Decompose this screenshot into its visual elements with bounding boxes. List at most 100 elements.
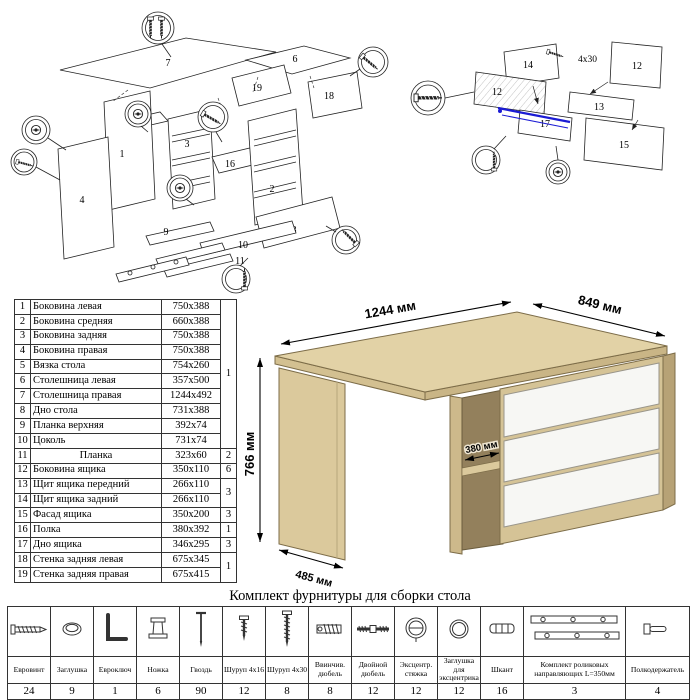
desk-dimension-image: 1244 мм 849 мм 766 мм 380 мм 485 мм xyxy=(245,292,676,587)
part-number: 18 xyxy=(14,552,31,569)
part-qty: 1 xyxy=(220,522,237,539)
hardware-icon-cell xyxy=(265,606,309,657)
part-name: Дно стола xyxy=(30,403,162,420)
part-size: 675x345 xyxy=(161,552,221,569)
part-number: 16 xyxy=(14,522,31,539)
part-size: 392x74 xyxy=(161,418,221,435)
part-size: 750x388 xyxy=(161,343,221,360)
panel-side-right: 4 xyxy=(57,136,115,260)
hardware-name: Заглушка для эксцентрика xyxy=(437,656,481,684)
hardware-icon-cell xyxy=(222,606,266,657)
part-number: 9 xyxy=(14,418,31,435)
part-number: 14 xyxy=(14,492,31,509)
part-size: 1244x492 xyxy=(161,388,221,405)
part-name: Фасад ящика xyxy=(30,507,162,524)
hardware-name: Шкант xyxy=(480,656,524,684)
cam-callout xyxy=(124,100,152,133)
hardware-qty: 1 xyxy=(93,682,137,700)
part-label: 11 xyxy=(235,256,245,267)
cam-lock-icon xyxy=(132,108,144,120)
part-qty: 1 xyxy=(220,552,237,583)
bolts-callout xyxy=(141,11,175,58)
part-qty: 3 xyxy=(220,477,237,509)
part-qty: 2 xyxy=(220,447,237,464)
hardware-name: Заглушка xyxy=(50,656,94,684)
part-number: 13 xyxy=(14,477,31,494)
hardware-icon-cell xyxy=(394,606,438,657)
hardware-name: Двойной дюбель xyxy=(351,656,395,684)
cam-callout xyxy=(21,115,67,151)
part-size: 357x500 xyxy=(161,373,221,390)
desk-right-side xyxy=(662,352,676,511)
hardware-table: Евровинт Заглушка Евроключ Ножка Гвоздь … xyxy=(7,606,690,700)
hardware-qty: 8 xyxy=(308,682,352,700)
panel-back-right: 19 xyxy=(231,64,292,107)
cam-cap-icon xyxy=(449,619,469,639)
hardware-qty: 12 xyxy=(222,682,266,700)
drawer-front-1 xyxy=(503,362,660,438)
part-size: 350x200 xyxy=(161,507,221,524)
hardware-name: Ножка xyxy=(136,656,180,684)
drawer-front-3 xyxy=(503,452,660,528)
screw-4x30-icon xyxy=(282,610,292,647)
panel-top-plank: 9 xyxy=(145,221,215,246)
part-label: 12 xyxy=(632,61,642,72)
screw-in-dowel-icon xyxy=(316,623,342,635)
part-size: 754x260 xyxy=(161,358,221,375)
hardware-icon-cell xyxy=(351,606,395,657)
part-number: 1 xyxy=(14,299,31,315)
part-size: 266x110 xyxy=(161,477,221,494)
hardware-qty: 90 xyxy=(179,682,223,700)
part-label: 7 xyxy=(166,58,171,69)
drawer-front-2 xyxy=(503,407,660,483)
part-number: 7 xyxy=(14,388,31,405)
part-number: 11 xyxy=(14,447,31,464)
hardware-qty: 12 xyxy=(437,682,481,700)
part-size: 323x60 xyxy=(161,447,221,464)
part-number: 15 xyxy=(14,507,31,524)
panel-drawer-facade: 15 xyxy=(583,117,665,171)
desk-exploded-diagram: 7 6 19 18 5 1 3 xyxy=(10,11,389,294)
hex-key-icon xyxy=(106,613,128,641)
cam-callout xyxy=(545,145,571,185)
part-size: 750x388 xyxy=(161,328,221,345)
hardware-icon-cell xyxy=(136,606,180,657)
part-number: 6 xyxy=(14,373,31,390)
cam-lock-icon xyxy=(552,166,564,178)
part-label: 12 xyxy=(492,87,502,98)
part-qty: 1 xyxy=(220,299,237,449)
panel-top-right: 7 xyxy=(59,37,277,89)
width-dimension-label: 1244 мм xyxy=(363,298,417,322)
part-size: 350x110 xyxy=(161,462,221,479)
hardware-name: Евроключ xyxy=(93,656,137,684)
part-label: 6 xyxy=(293,54,298,65)
hardware-icon-cell xyxy=(480,606,524,657)
hardware-name: Шуруп 4x30 xyxy=(265,656,309,684)
part-number: 2 xyxy=(14,313,31,330)
part-name: Боковина правая xyxy=(30,343,162,360)
roller-guide-highlight xyxy=(497,106,571,129)
hardware-name: Шуруп 4x16 xyxy=(222,656,266,684)
hardware-qty: 4 xyxy=(625,682,690,700)
part-number: 19 xyxy=(14,567,31,583)
part-name: Стенка задняя правая xyxy=(30,567,162,583)
hardware-icon-cell xyxy=(625,606,690,657)
part-name: Полка xyxy=(30,522,162,539)
part-name: Столешница правая xyxy=(30,388,162,405)
height-dimension-label: 766 мм xyxy=(245,432,257,477)
roller-guide xyxy=(115,256,190,283)
part-name: Боковина левая xyxy=(30,299,162,315)
part-name: Щит ящика передний xyxy=(30,477,162,494)
part-name: Дно ящика xyxy=(30,537,162,554)
hardware-icon-cell xyxy=(50,606,94,657)
screw-callout xyxy=(471,135,507,175)
